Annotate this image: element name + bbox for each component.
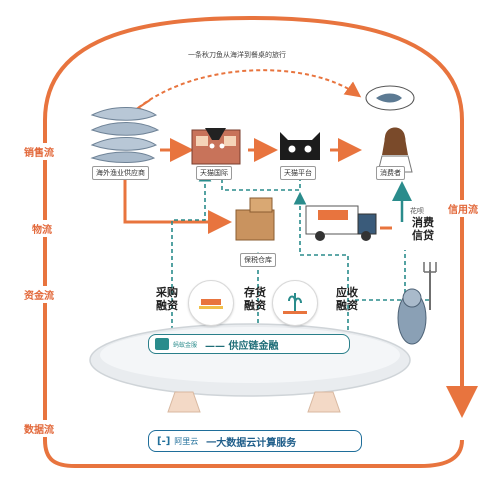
supply-chain-banner: 蚂蚁金服 —— 供应链金融 xyxy=(148,334,350,354)
dashed-purchase xyxy=(171,168,212,330)
node-label-tmall-store: 天猫国际 xyxy=(196,166,232,180)
cloud-title: 一大数据云计算服务 xyxy=(206,437,297,449)
node-label-supplier: 海外渔业供应商 xyxy=(92,166,149,180)
inventory-finance-label: 存货融资 xyxy=(244,286,266,312)
node-label-warehouse: 保税仓库 xyxy=(240,253,276,267)
flow-label-data: 数据流 xyxy=(22,420,56,437)
node-label-consumer: 消费者 xyxy=(376,166,405,180)
top-dashed-arrow xyxy=(137,69,362,109)
aliyun-logo-icon: [-] xyxy=(157,435,171,447)
flow-label-capital: 资金流 xyxy=(22,286,56,303)
fish-chef-icon xyxy=(397,262,437,345)
consumer-credit-label: 消费信贷 xyxy=(412,216,434,242)
cloud-banner: [-] 阿里云 一大数据云计算服务 xyxy=(148,430,362,452)
truck-icon xyxy=(305,205,377,241)
store-icon xyxy=(191,128,241,165)
outer-arch xyxy=(43,15,478,442)
purchase-finance-circle xyxy=(188,280,234,326)
purchase-finance-label: 采购融资 xyxy=(156,286,178,312)
platter-leg-right xyxy=(307,391,341,413)
platter-leg-left xyxy=(167,391,201,413)
receivable-finance-label: 应收融资 xyxy=(336,286,358,312)
bottom-return xyxy=(43,439,464,468)
node-label-tmall-platform: 天猫平台 xyxy=(280,166,316,180)
ant-logo-icon xyxy=(155,338,169,350)
supply-chain-title: —— 供应链金融 xyxy=(205,340,279,352)
warehouse-boxes-icon xyxy=(235,197,275,241)
flow-label-sales: 销售流 xyxy=(22,143,56,160)
dashed-store-net xyxy=(221,172,301,191)
arrow-supplier-warehouse xyxy=(123,178,232,234)
flow-label-credit: 信用流 xyxy=(446,200,480,217)
tmall-cat-icon xyxy=(280,132,320,160)
top-arrow-label: 一条秋刀鱼从海洋到餐桌的旅行 xyxy=(188,51,286,59)
ant-logo-text: 蚂蚁金服 xyxy=(173,341,198,349)
dish-icon xyxy=(365,85,415,111)
credit-tag: 花呗 xyxy=(410,207,424,215)
flow-label-logistics: 物流 xyxy=(30,220,54,237)
aliyun-logo-text: 阿里云 xyxy=(174,436,199,446)
fish-icon xyxy=(90,107,160,163)
inventory-finance-circle xyxy=(272,280,318,326)
dashed-receivable xyxy=(293,191,349,330)
